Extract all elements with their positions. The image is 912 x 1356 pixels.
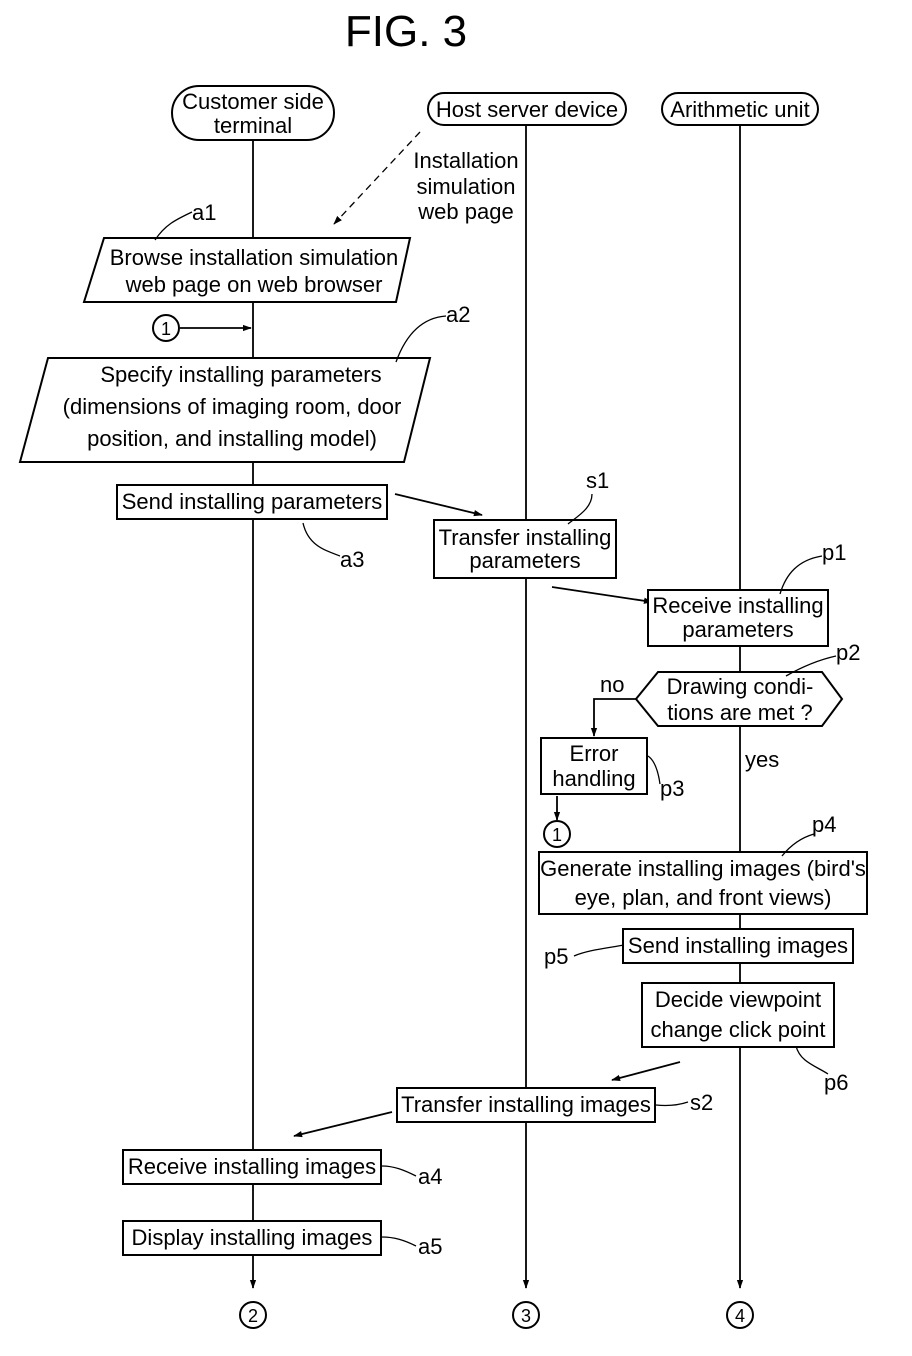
s2-line1: Transfer installing images xyxy=(401,1092,651,1117)
branch-yes-label: yes xyxy=(745,747,779,772)
a3-line1: Send installing parameters xyxy=(122,489,382,514)
p3-line1: Error xyxy=(570,741,619,766)
connector-2-label: 2 xyxy=(248,1306,258,1326)
step-p3: Error handling xyxy=(541,738,647,794)
step-s1: Transfer installing parameters xyxy=(434,520,616,578)
connector-4: 4 xyxy=(727,1302,753,1328)
step-a5: Display installing images xyxy=(123,1221,381,1255)
a2-line3: position, and installing model) xyxy=(87,426,377,451)
step-p1: Receive installing parameters xyxy=(648,590,828,646)
ref-a2: a2 xyxy=(446,302,470,327)
branch-no-label: no xyxy=(600,672,624,697)
lane-customer-line1: Customer side xyxy=(182,89,324,114)
connector-2: 2 xyxy=(240,1302,266,1328)
ref-p4: p4 xyxy=(812,812,836,837)
step-p4: Generate installing images (bird's eye, … xyxy=(539,852,867,914)
dashed-arrow-web-page xyxy=(334,132,420,224)
a5-line1: Display installing images xyxy=(132,1225,373,1250)
p4-line2: eye, plan, and front views) xyxy=(575,885,832,910)
p3-line2: handling xyxy=(552,766,635,791)
ref-p2: p2 xyxy=(836,640,860,665)
a2-line1: Specify installing parameters xyxy=(100,362,381,387)
step-a1: Browse installation simulation web page … xyxy=(84,238,410,302)
step-s2: Transfer installing images xyxy=(397,1088,655,1122)
connector-1-in-label: 1 xyxy=(161,319,171,339)
ref-s2: s2 xyxy=(690,1090,713,1115)
ref-a1: a1 xyxy=(192,200,216,225)
step-a3: Send installing parameters xyxy=(117,485,387,519)
step-a2: Specify installing parameters (dimension… xyxy=(20,358,430,462)
ref-a3: a3 xyxy=(340,547,364,572)
a1-line1: Browse installation simulation xyxy=(110,245,399,270)
figure-title: FIG. 3 xyxy=(345,7,467,56)
annotation-line2: simulation xyxy=(416,174,515,199)
step-p2-decision: Drawing condi- tions are met ? xyxy=(636,672,842,726)
p2-line1: Drawing condi- xyxy=(667,674,814,699)
connector-3-label: 3 xyxy=(521,1306,531,1326)
p6-line1: Decide viewpoint xyxy=(655,987,821,1012)
ref-p3: p3 xyxy=(660,776,684,801)
p2-line2: tions are met ? xyxy=(667,700,813,725)
p5-line1: Send installing images xyxy=(628,933,848,958)
ref-p1: p1 xyxy=(822,540,846,565)
ref-s1: s1 xyxy=(586,468,609,493)
lane-host-label: Host server device xyxy=(436,97,618,122)
ref-a5: a5 xyxy=(418,1234,442,1259)
a1-line2: web page on web browser xyxy=(125,272,383,297)
p4-line1: Generate installing images (bird's xyxy=(540,856,866,881)
connector-1-out-label: 1 xyxy=(552,825,562,845)
step-a4: Receive installing images xyxy=(123,1150,381,1184)
ref-p5: p5 xyxy=(544,944,568,969)
p6-line2: change click point xyxy=(651,1017,826,1042)
lane-header-host: Host server device xyxy=(428,93,626,125)
step-p6: Decide viewpoint change click point xyxy=(642,983,834,1047)
connector-1-out: 1 xyxy=(544,821,570,847)
annotation-line1: Installation xyxy=(413,148,518,173)
p1-line2: parameters xyxy=(682,617,793,642)
step-p5: Send installing images xyxy=(623,929,853,963)
a4-line1: Receive installing images xyxy=(128,1154,376,1179)
lane-customer-line2: terminal xyxy=(214,113,292,138)
lane-header-customer: Customer side terminal xyxy=(172,86,334,140)
ref-a4: a4 xyxy=(418,1164,442,1189)
connector-1-in: 1 xyxy=(153,315,179,341)
connector-3: 3 xyxy=(513,1302,539,1328)
a2-line2: (dimensions of imaging room, door xyxy=(63,394,402,419)
connector-4-label: 4 xyxy=(735,1306,745,1326)
annotation-line3: web page xyxy=(417,199,513,224)
lane-header-arith: Arithmetic unit xyxy=(662,93,818,125)
s1-line1: Transfer installing xyxy=(439,525,612,550)
s1-line2: parameters xyxy=(469,548,580,573)
p1-line1: Receive installing xyxy=(652,593,823,618)
lane-arith-label: Arithmetic unit xyxy=(670,97,809,122)
